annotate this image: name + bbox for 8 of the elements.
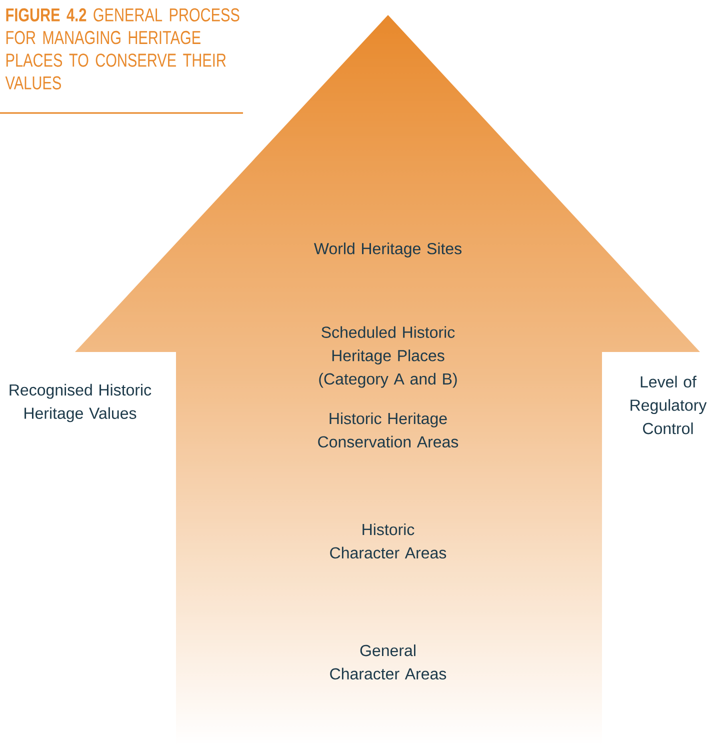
box-text: World Heritage Sites: [314, 242, 462, 258]
box-text: Historic Character Areas: [330, 523, 446, 559]
box-text: Scheduled Historic Heritage Places (Category A and B): [319, 326, 457, 388]
box-text: Historic Heritage Conservation Areas: [318, 412, 458, 448]
side-label: Recognised Historic Heritage Values: [10, 384, 152, 422]
box-text: General Character Areas: [330, 644, 446, 680]
side-label: Level of Regulatory Control: [630, 376, 707, 434]
figure-title: FIGURE 4.2 GENERAL PROCESS FOR MANAGING HERITAGE PLACES TO CONSERVE THEIR VALUES: [5, 8, 240, 90]
